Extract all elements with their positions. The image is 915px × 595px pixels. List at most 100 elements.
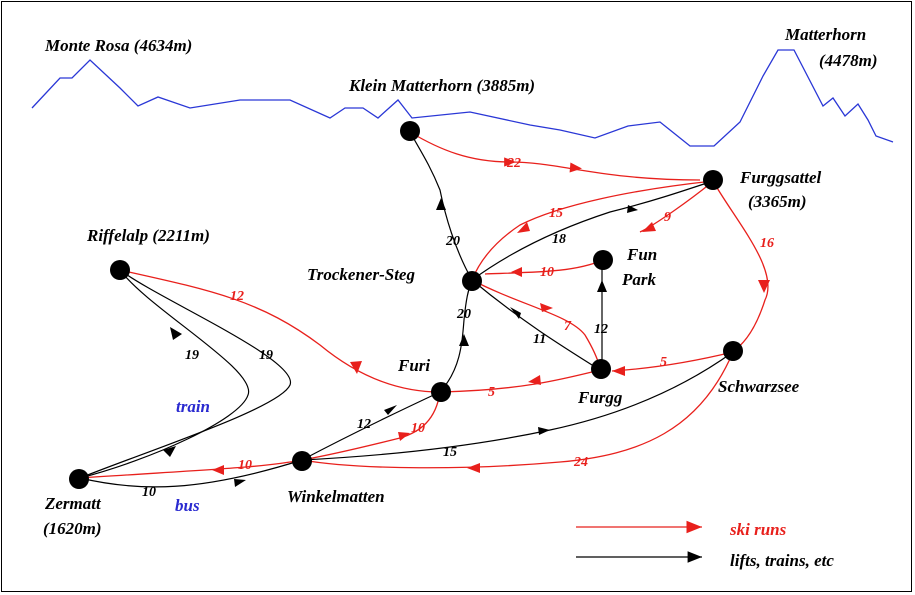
bus-number-10: 10 — [142, 485, 156, 500]
train-number-19-left: 19 — [185, 348, 199, 363]
run-number-15: 15 — [549, 206, 563, 221]
run-schwarzsee-winkelmatten — [301, 351, 734, 469]
lift-trockener-klein — [409, 131, 473, 281]
arrow-22 — [569, 162, 582, 173]
label-fun-park-2: Park — [621, 270, 657, 289]
lifts — [79, 131, 734, 563]
lift-number-11: 11 — [533, 332, 546, 347]
arrow-19-down — [163, 446, 176, 457]
station-klein-matterhorn[interactable] — [400, 121, 420, 141]
lift-number-15: 15 — [443, 445, 457, 460]
arrow-10-wink — [212, 465, 224, 475]
arrow-20-top — [436, 198, 446, 210]
run-schwarzsee-furgg — [611, 351, 734, 372]
label-matterhorn-2: (4478m) — [819, 51, 878, 70]
station-furgg[interactable] — [591, 359, 611, 379]
lift-trockener-furggsattel — [471, 180, 714, 281]
arrow-19-up — [170, 327, 182, 340]
arrow-15 — [517, 222, 530, 233]
lift-furi-trockener — [439, 279, 473, 393]
label-matterhorn-1: Matterhorn — [784, 25, 866, 44]
label-klein-matterhorn: Klein Matterhorn (3885m) — [348, 76, 535, 95]
ski-run-numbers: 22 15 9 16 10 7 5 12 5 10 24 10 — [230, 156, 774, 473]
label-furggsattel-2: (3365m) — [748, 192, 807, 211]
arrow-20-furi — [459, 334, 469, 346]
arrow-16 — [758, 280, 770, 293]
legend-ski-runs-label: ski runs — [729, 520, 787, 539]
mountain-skyline — [31, 49, 894, 147]
station-winkelmatten[interactable] — [292, 451, 312, 471]
lift-numbers: 18 20 20 11 12 19 19 12 15 10 — [142, 232, 608, 500]
run-number-9: 9 — [664, 210, 671, 225]
arrow-24 — [467, 463, 480, 473]
arrow-15-wink — [538, 427, 550, 435]
label-riffelalp: Riffelalp (2211m) — [86, 226, 210, 245]
arrow-18 — [627, 205, 638, 213]
run-riffelalp-furi — [119, 269, 441, 393]
run-furggsattel-trockener — [471, 180, 714, 281]
lift-winkelmatten-furi — [301, 391, 441, 461]
run-number-10-furi: 10 — [411, 421, 425, 436]
label-winkelmatten: Winkelmatten — [287, 487, 385, 506]
label-furgg: Furgg — [577, 388, 623, 407]
arrow-12-fun — [597, 280, 607, 292]
legend-lifts-label: lifts, trains, etc — [730, 551, 834, 570]
station-fun-park[interactable] — [593, 250, 613, 270]
label-furi: Furi — [397, 356, 430, 375]
label-bus: bus — [175, 496, 200, 515]
lift-furgg-trockener — [471, 279, 601, 371]
run-furggsattel-schwarzsee — [712, 180, 769, 351]
lift-number-12-fun: 12 — [594, 322, 608, 337]
ski-runs — [79, 131, 769, 534]
station-furi[interactable] — [431, 382, 451, 402]
lift-number-18: 18 — [552, 232, 566, 247]
station-trockener-steg[interactable] — [462, 271, 482, 291]
station-schwarzsee[interactable] — [723, 341, 743, 361]
label-fun-park-1: Fun — [626, 245, 657, 264]
station-riffelalp[interactable] — [110, 260, 130, 280]
station-zermatt[interactable] — [69, 469, 89, 489]
lift-number-20-furi: 20 — [456, 307, 471, 322]
bus-zermatt-winkelmatten — [79, 459, 303, 488]
arrow-5-schwarzsee — [612, 366, 625, 376]
arrow-10-furi — [398, 432, 410, 441]
arrow-12-wink — [384, 405, 397, 415]
arrow-7 — [540, 303, 553, 312]
label-furggsattel-1: Furggsattel — [739, 168, 822, 187]
label-zermatt-1: Zermatt — [44, 494, 102, 513]
train-zermatt-riffelalp — [79, 269, 250, 479]
arrow-10-fun — [511, 267, 522, 277]
run-number-5-schwarzsee: 5 — [660, 355, 667, 370]
lift-number-12-wink: 12 — [357, 417, 371, 432]
run-number-7: 7 — [564, 319, 572, 334]
label-train: train — [176, 397, 210, 416]
run-furgg-furi — [441, 369, 601, 393]
label-zermatt-2: (1620m) — [43, 519, 102, 538]
direction-arrows — [163, 162, 770, 487]
arrow-10-bus — [234, 479, 246, 487]
run-number-24: 24 — [573, 455, 588, 470]
run-number-16: 16 — [760, 236, 774, 251]
label-schwarzsee: Schwarzsee — [718, 377, 800, 396]
station-furggsattel[interactable] — [703, 170, 723, 190]
run-klein-furggsattel — [409, 131, 701, 181]
train-number-19-right: 19 — [259, 348, 273, 363]
legend: ski runs lifts, trains, etc — [729, 520, 834, 570]
lift-winkelmatten-schwarzsee — [301, 351, 734, 461]
arrow-5-furgg — [528, 375, 541, 385]
run-trockener-furgg — [471, 279, 601, 369]
run-number-12-riffel: 12 — [230, 289, 244, 304]
run-number-22: 22 — [506, 156, 521, 171]
lift-number-20-klein: 20 — [445, 234, 460, 249]
arrow-9 — [642, 222, 656, 232]
run-number-10-wink: 10 — [238, 458, 252, 473]
label-monte-rosa: Monte Rosa (4634m) — [44, 36, 192, 55]
run-number-5-furgg: 5 — [488, 385, 495, 400]
label-trockener-steg: Trockener-Steg — [307, 265, 415, 284]
arrow-11 — [510, 307, 521, 319]
run-number-10-fun: 10 — [540, 265, 554, 280]
train-riffelalp-zermatt — [79, 269, 291, 479]
